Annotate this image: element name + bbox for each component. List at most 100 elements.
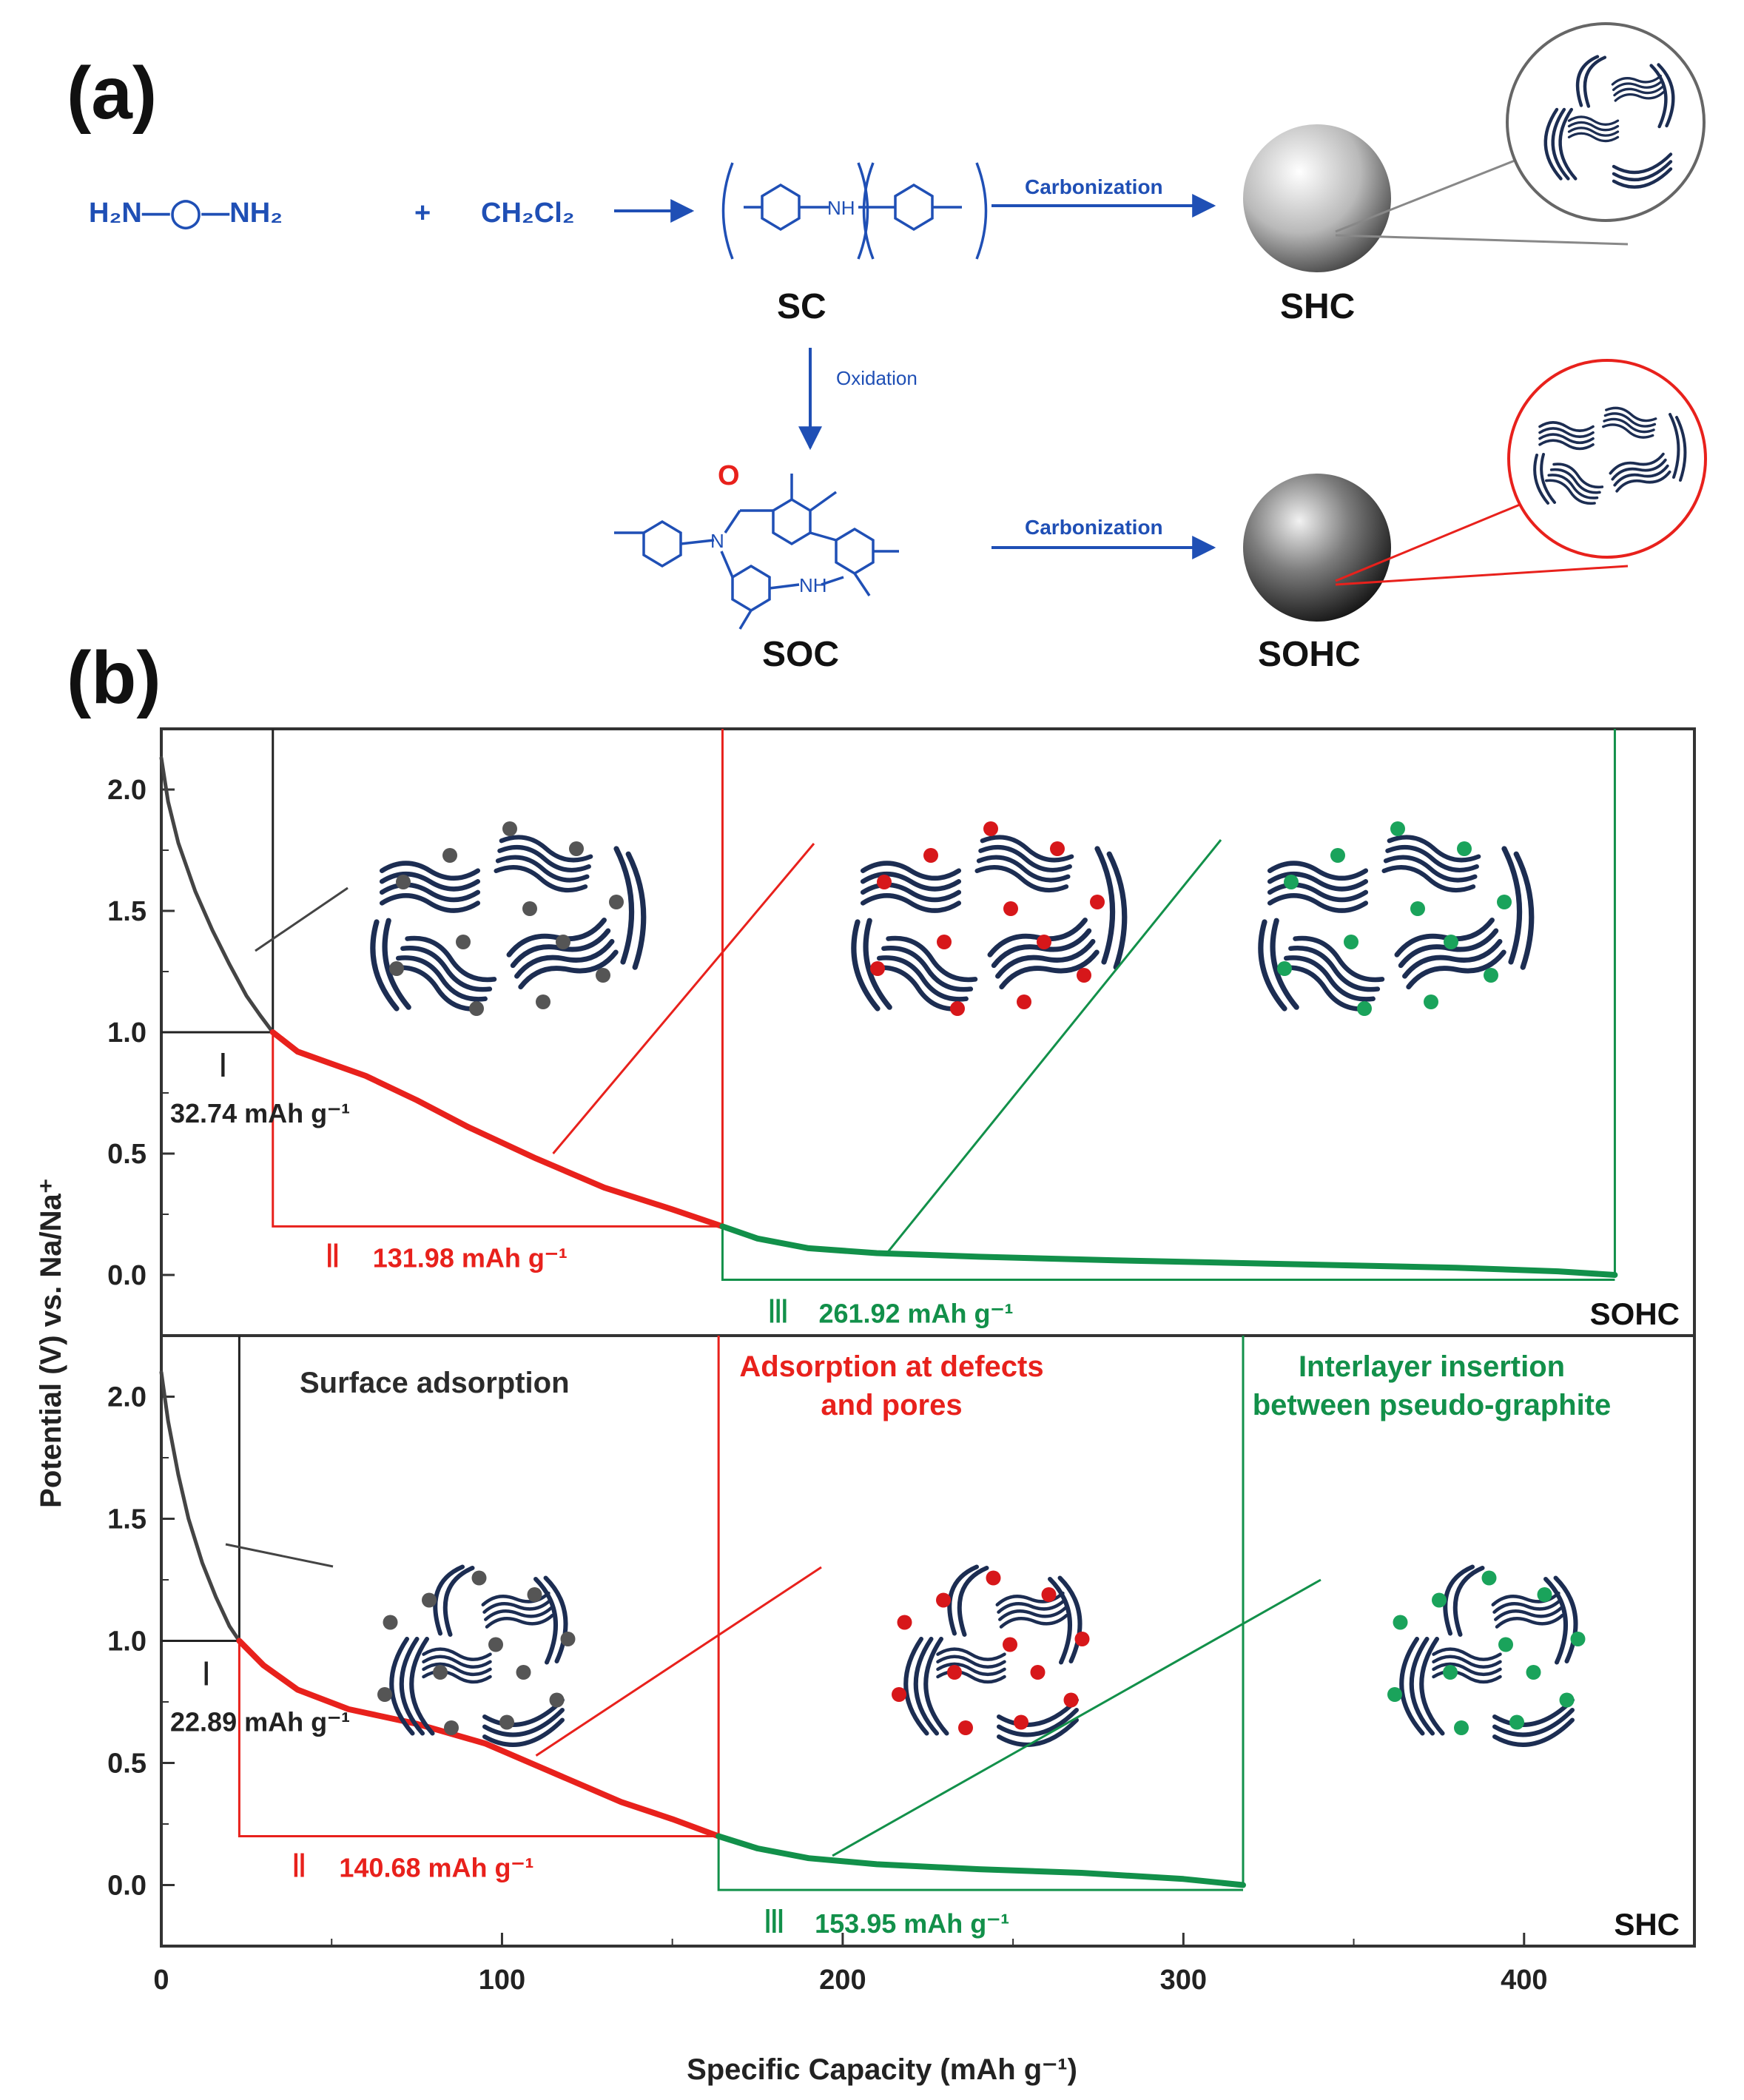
series-line-stage2 [236,1638,722,1840]
stage1-capacity-label: 22.89 mAh g⁻¹ [170,1707,350,1737]
y-tick-label: 0.0 [107,1260,147,1291]
y-tick-label: 2.0 [107,1382,147,1413]
sodium-ion-dot [870,961,885,976]
sohc-sphere [1243,474,1391,622]
stage1-capacity-label: 32.74 mAh g⁻¹ [170,1098,350,1128]
sc-label: SC [777,287,826,326]
sodium-ion-dot [1559,1692,1575,1708]
y-tick-label: 0.0 [107,1871,147,1902]
shc-zoom-circle [1506,22,1706,222]
stage2-numeral: Ⅱ [291,1848,307,1885]
sodium-ion-dot [488,1637,503,1652]
sodium-ion-dot [522,901,537,916]
sodium-ion-dot [950,1001,965,1016]
sodium-ion-dot [1357,1001,1372,1016]
y-tick-label: 1.5 [107,1504,147,1535]
sodium-ion-dot [1424,995,1438,1009]
stage3-capacity-label: 261.92 mAh g⁻¹ [818,1299,1013,1329]
sodium-ion-dot [549,1692,565,1708]
y-tick-label: 0.5 [107,1749,147,1780]
soc-structure [614,474,899,630]
x-axis-title: Specific Capacity (mAh g⁻¹) [687,2053,1077,2086]
sodium-ion-dot [1003,1637,1017,1652]
sodium-ion-dot [456,935,471,949]
sodium-ion-dot [1077,968,1091,983]
mechanism-interlayer-line2: between pseudo-graphite [1253,1389,1612,1421]
sodium-ion-dot [1509,1714,1524,1730]
sodium-ion-dot [383,1615,398,1630]
carbon-structure-illustration [1261,834,1532,1015]
carbonization-label-top: Carbonization [1025,175,1163,198]
sodium-ion-dot [1063,1692,1079,1708]
sodium-ion-dot [1498,1637,1513,1652]
series-line-stage3 [719,1223,1618,1278]
sodium-ion-dot [1003,901,1018,916]
sodium-ion-dot [1344,935,1358,949]
sodium-ion-dot [1484,968,1498,983]
y-tick-label: 1.0 [107,1626,147,1658]
panel-tag-sohc: SOHC [1590,1296,1680,1331]
stage2-capacity-label: 131.98 mAh g⁻¹ [373,1242,568,1273]
x-tick-label: 100 [479,1965,525,1996]
x-tick-label: 0 [153,1965,169,1996]
stage1-numeral: Ⅰ [201,1657,211,1693]
stage3-bracket [721,1226,1615,1282]
stage3-capacity-label: 153.95 mAh g⁻¹ [815,1908,1009,1939]
plot-frame [160,727,1696,1948]
sodium-ion-dot [1443,1665,1458,1680]
sodium-ion-dot [958,1720,973,1735]
sodium-ion-dot [1387,1687,1402,1702]
sodium-ion-dot [389,961,404,976]
stage1-numeral: Ⅰ [218,1048,228,1084]
sodium-ion-dot [1050,841,1065,856]
sodium-ion-dot [502,821,517,836]
sodium-ion-dot [471,1570,487,1586]
sodium-ion-dot [1041,1587,1057,1602]
x-tick-label: 300 [1160,1965,1207,1996]
stage3-numeral: Ⅲ [763,1904,785,1940]
stage2-capacity-label: 140.68 mAh g⁻¹ [339,1853,533,1883]
leader-line [255,886,349,952]
stage2-bracket [238,1640,719,1837]
leader-line [552,843,815,1154]
sodium-ion-dot [1537,1587,1552,1602]
sodium-ion-dot [422,1592,437,1608]
sodium-ion-dot [469,1001,484,1016]
sodium-ion-dot [527,1587,542,1602]
leader-line [886,839,1222,1254]
sodium-ion-dot [937,935,952,949]
sodium-ion-dot [1570,1632,1586,1646]
soc-carbonyl-o: O [718,460,740,491]
panel-tag-shc: SHC [1614,1907,1680,1942]
sodium-ion-dot [983,821,998,836]
sodium-ion-dot [1284,875,1299,889]
mechanism-defects-line2: and pores [821,1389,962,1421]
sodium-ion-dot [444,1720,459,1735]
series-line-stage2 [269,1029,726,1230]
sodium-ion-dot [923,848,938,863]
sodium-ion-dot [986,1570,1001,1586]
sodium-ion-dot [560,1632,576,1646]
sodium-ion-dot [877,875,892,889]
sodium-ion-dot [1410,901,1425,916]
stage3-bracket [717,1836,1244,1891]
mechanism-surface-adsorption: Surface adsorption [300,1367,570,1399]
reactant-dichloromethane: CH₂Cl₂ [481,198,575,229]
sodium-ion-dot [499,1714,514,1730]
stage3-numeral: Ⅲ [767,1294,789,1330]
sodium-ion-dot [556,935,570,949]
mechanism-defects-line1: Adsorption at defects [739,1350,1043,1383]
soc-nh-label: NH [799,574,827,596]
y-tick-label: 0.5 [107,1139,147,1170]
sc-nh-label: NH [827,197,855,219]
series-line-stage1 [159,1370,241,1643]
sodium-ion-dot [569,841,584,856]
sodium-ion-dot [377,1687,392,1702]
sodium-ion-dot [936,1592,951,1608]
sodium-ion-dot [1277,961,1292,976]
sodium-ion-dot [1017,995,1031,1009]
sodium-ion-dot [1030,1665,1046,1680]
